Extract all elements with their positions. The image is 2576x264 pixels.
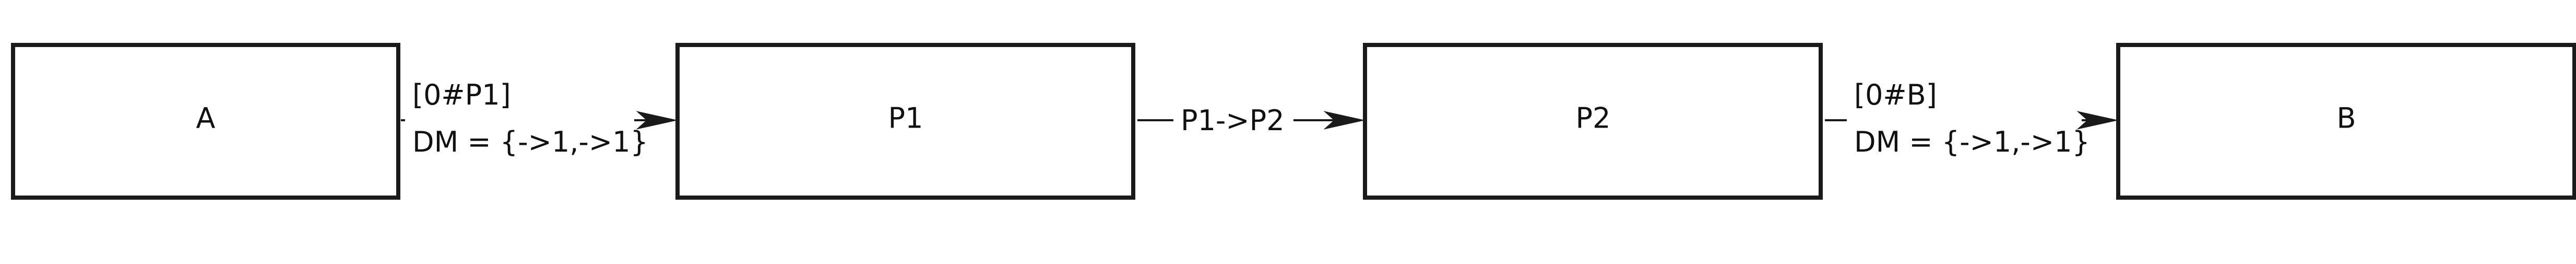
node-a[interactable]: A	[11, 43, 400, 200]
edge-a-p1: [0#P1] DM = {->1,->1}	[401, 78, 676, 158]
node-a-box[interactable]	[11, 43, 400, 200]
edge-a-p1-label-line2: DM = {->1,->1}	[412, 125, 648, 158]
node-b-label: B	[2336, 102, 2356, 135]
node-b-box[interactable]	[2116, 43, 2576, 200]
node-p1[interactable]: P1	[675, 43, 1135, 200]
node-p2[interactable]: P2	[1363, 43, 1823, 200]
edge-p2-b-label-line1: [0#B]	[1854, 78, 1937, 111]
edge-p2-b: [0#B] DM = {->1,->1}	[1825, 78, 2117, 158]
edge-a-p1-arrowhead	[636, 111, 676, 130]
edge-p1-p2: P1->P2	[1137, 104, 1363, 137]
edge-a-p1-label-line1: [0#P1]	[412, 78, 511, 111]
node-a-label: A	[196, 102, 216, 135]
node-b[interactable]: B	[2116, 43, 2576, 200]
edge-p2-b-label-line2: DM = {->1,->1}	[1854, 125, 2090, 158]
node-p1-box[interactable]	[675, 43, 1135, 200]
node-p1-label: P1	[888, 102, 923, 135]
edge-p2-b-arrowhead	[2076, 111, 2117, 130]
node-p2-label: P2	[1576, 102, 1611, 135]
edge-p1-p2-arrowhead	[1323, 111, 1363, 130]
node-p2-box[interactable]	[1363, 43, 1823, 200]
edge-p1-p2-label: P1->P2	[1181, 104, 1285, 137]
